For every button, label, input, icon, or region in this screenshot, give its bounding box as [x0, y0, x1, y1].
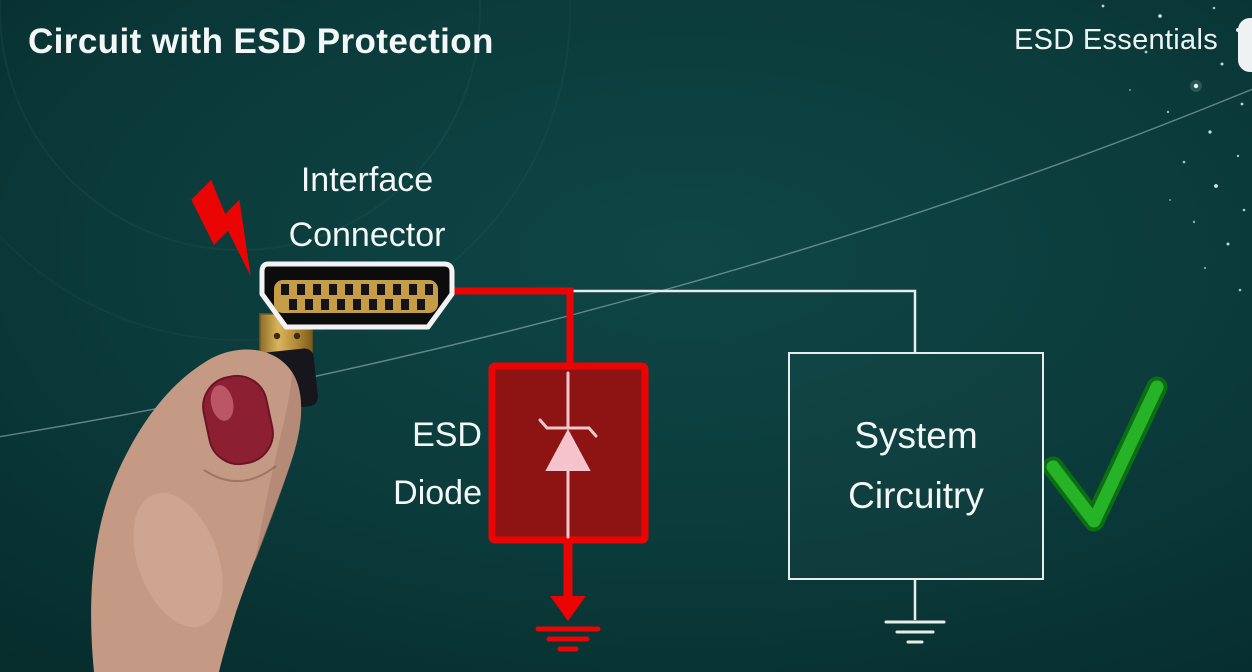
interface-connector-label-line1: Interface — [300, 161, 434, 199]
hdmi-connector-icon — [259, 261, 455, 330]
wire-to-system-circuitry — [570, 289, 917, 353]
interface-connector-label-line2: Connector — [288, 216, 446, 254]
decor-arc — [0, 0, 571, 341]
thumbnail-polish — [202, 374, 274, 466]
page-title: Circuit with ESD Protection — [28, 22, 494, 61]
zener-diode-icon — [538, 371, 598, 539]
interface-connector-label: Interface Connector — [242, 153, 492, 263]
system-circuitry-label-line1: System — [854, 415, 978, 456]
brand-title: ESD Essentials — [1013, 24, 1218, 56]
esd-discharge-arrow — [550, 542, 586, 621]
ground-symbol-red-icon — [535, 626, 601, 652]
sparkle-stars — [1095, 4, 1246, 292]
checkmark-icon — [1042, 376, 1168, 532]
system-circuitry-box: System Circuitry — [788, 352, 1044, 580]
wire-esd-path — [449, 287, 574, 370]
connector-pins — [281, 284, 433, 310]
lightning-bolt-icon — [191, 179, 251, 277]
ground-symbol-white-icon — [884, 620, 946, 644]
esd-diode-label-line1: ESD — [412, 416, 482, 454]
esd-diode-box — [488, 362, 649, 544]
esd-diode-label: ESD Diode — [320, 406, 482, 522]
esd-diode-label-line2: Diode — [393, 474, 482, 512]
brand-logo-icon — [1238, 18, 1252, 72]
system-circuitry-label-line2: Circuitry — [848, 475, 984, 516]
hand-photo — [91, 349, 302, 672]
